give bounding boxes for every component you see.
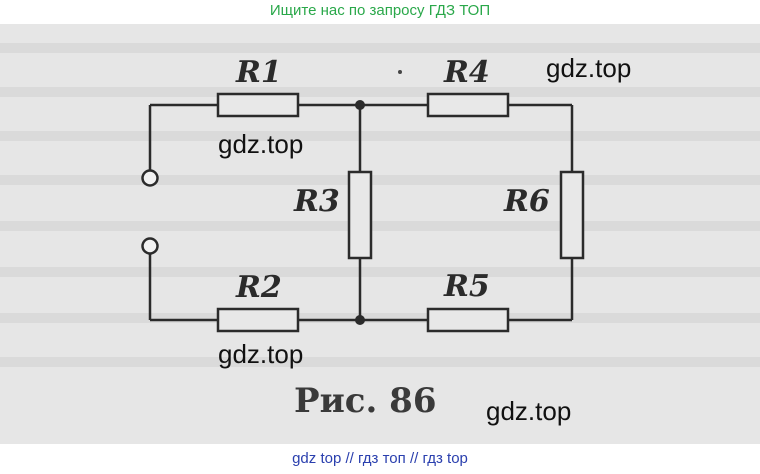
footer-separator: // xyxy=(409,450,419,467)
resistor-r5-body xyxy=(426,307,510,333)
banner-text[interactable]: Ищите нас по запросу ГДЗ ТОП xyxy=(269,2,491,19)
junction-bottom xyxy=(355,315,365,325)
ink-speck xyxy=(398,70,402,74)
watermark-1: gdz.top xyxy=(546,53,631,83)
resistor-r1-body xyxy=(216,92,300,118)
watermark-2: gdz.top xyxy=(218,129,303,159)
label-r5: R5 xyxy=(443,269,490,304)
footer-links: gdz top // гдз топ // гдз top xyxy=(0,444,760,474)
footer-link-2[interactable]: гдз топ xyxy=(358,450,406,467)
label-r1: R1 xyxy=(235,55,282,90)
resistor-r3-body xyxy=(347,170,373,260)
footer-link-3[interactable]: гдз top xyxy=(422,450,468,467)
watermark-3: gdz.top xyxy=(218,339,303,369)
terminal-upper xyxy=(141,169,159,187)
textbook-figure: R1 R4 R3 R6 R2 R5 Рис. 86 gdz.top gdz.to… xyxy=(0,24,760,444)
resistor-r6-body xyxy=(559,170,585,260)
label-r3: R3 xyxy=(293,184,340,219)
label-r2: R2 xyxy=(235,270,282,305)
resistor-r2-body xyxy=(216,307,300,333)
terminal-lower xyxy=(141,237,159,255)
footer-link-1[interactable]: gdz top xyxy=(292,450,342,467)
label-r6: R6 xyxy=(503,184,550,219)
watermark-4: gdz.top xyxy=(486,396,571,426)
footer-separator: // xyxy=(345,450,354,467)
resistor-r4-body xyxy=(426,92,510,118)
figure-caption: Рис. 86 xyxy=(294,381,436,421)
junction-top xyxy=(355,100,365,110)
top-banner[interactable]: Ищите нас по запросу ГДЗ ТОП xyxy=(0,0,760,24)
label-r4: R4 xyxy=(443,55,490,90)
circuit-diagram: R1 R4 R3 R6 R2 R5 Рис. 86 gdz.top gdz.to… xyxy=(0,43,760,426)
background-bleed-through xyxy=(0,43,760,367)
